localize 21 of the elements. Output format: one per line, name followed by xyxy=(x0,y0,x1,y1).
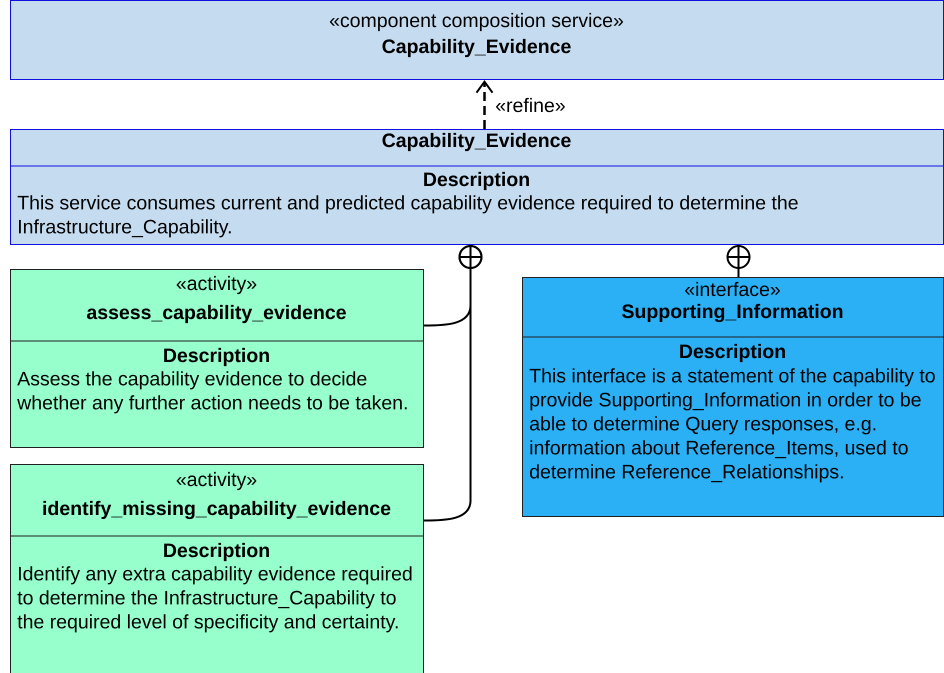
description-text: This service consumes current and predicted capability evidence required to determine the Infrastructure_Capability. xyxy=(18,195,798,238)
stereotype-label: «activity» xyxy=(176,276,256,294)
composition-connector xyxy=(424,244,484,522)
stereotype-label: «interface» xyxy=(685,282,780,296)
class-name: assess_capability_evidence xyxy=(86,304,346,324)
composition-connector xyxy=(726,244,752,277)
arrow xyxy=(476,80,494,129)
section-heading: Description xyxy=(164,348,269,366)
stereotype-label: «activity» xyxy=(176,472,256,490)
class-name: identify_missing_capability_evidence xyxy=(43,500,390,520)
class-name: Capability_Evidence xyxy=(382,132,571,152)
description-text: This interface is a statement of the capability to provide Supporting_Information in order to be able to determine Query responses, e.g. information about Reference_Items, used to determine Reference_Relationships. xyxy=(530,368,935,482)
description-text: Assess the capability evidence to decide whether any further action needs to be taken. xyxy=(17,371,407,414)
section-heading: Description xyxy=(680,344,785,362)
class-name: Capability_Evidence xyxy=(382,38,571,58)
edge-label: «refine» xyxy=(494,96,567,114)
class-name: Supporting_Information xyxy=(622,304,842,322)
description-text: Identify any extra capability evidence required to determine the Infrastructure_Capability to the required level of specificity and certainty. xyxy=(18,566,412,632)
section-heading: Description xyxy=(424,172,529,190)
stereotype-label: «component composition service» xyxy=(330,12,624,32)
section-heading: Description xyxy=(164,542,269,562)
